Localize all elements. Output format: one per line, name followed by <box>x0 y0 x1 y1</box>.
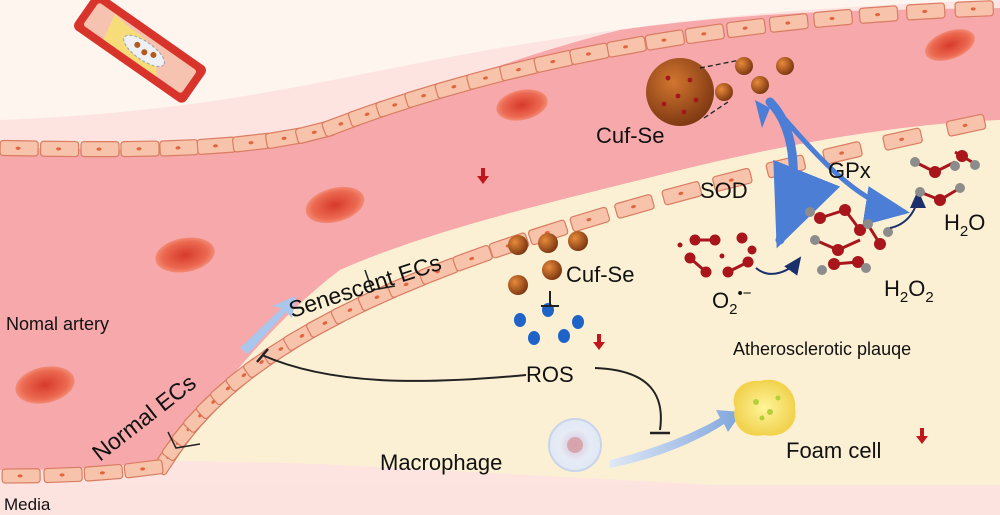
endothelial-cell <box>813 8 853 28</box>
endothelial-cell <box>726 17 767 39</box>
down-arrow-senescent <box>477 168 489 184</box>
endothelial-cell <box>231 132 273 153</box>
cuf-se-label-top: Cuf-Se <box>596 123 664 148</box>
sod-label: SOD <box>700 178 748 203</box>
normal-artery-label: Nomal artery <box>6 314 109 334</box>
stented-artery-icon <box>74 0 206 103</box>
normal-to-senescent-arrow <box>240 296 296 354</box>
endothelial-cell <box>43 466 83 484</box>
endothelial-cell <box>684 23 725 45</box>
return-arrow <box>755 100 770 128</box>
endothelial-cell <box>858 5 899 24</box>
endothelial-cell <box>1 468 41 484</box>
inhibition-cufse-ros <box>541 291 559 307</box>
inhibition-ros-normal-ecs <box>261 354 527 382</box>
superoxide-to-peroxide-arrow <box>755 256 802 276</box>
endothelial-cell <box>80 141 120 158</box>
water-molecules <box>910 150 980 206</box>
red-blood-cell <box>496 89 548 121</box>
peroxide-molecules <box>805 204 893 275</box>
gpx-arrow <box>768 100 910 226</box>
endothelial-cell <box>39 140 80 158</box>
inhibition-ros-foam <box>594 367 662 431</box>
red-blood-cell <box>155 237 215 273</box>
endothelial-cell <box>569 206 611 232</box>
endothelial-cell <box>606 35 647 58</box>
down-arrow-ros <box>593 334 605 350</box>
endothelial-cell <box>120 140 160 158</box>
media-label: Media <box>4 495 51 514</box>
endothelial-cell <box>882 127 923 151</box>
endothelial-cell <box>159 139 199 157</box>
macrophage-cell <box>548 418 602 472</box>
foam-cell-label: Foam cell <box>786 438 881 463</box>
macrophage-label: Macrophage <box>380 450 502 475</box>
red-blood-cell <box>925 29 975 61</box>
superoxide-label: O2•− <box>712 285 752 318</box>
endothelial-cell <box>822 141 863 165</box>
red-blood-cell <box>305 186 365 224</box>
endothelium-top-left <box>0 120 336 158</box>
endothelial-cell <box>614 194 655 219</box>
endothelial-cell <box>945 113 987 137</box>
red-blood-cells <box>15 29 975 404</box>
foam-cell <box>733 379 796 436</box>
endothelial-cell <box>83 463 124 482</box>
endothelial-cell <box>123 459 164 479</box>
down-arrow-foam <box>916 428 928 444</box>
endothelium-top-right <box>321 0 994 137</box>
down-arrows <box>477 168 928 444</box>
cuf-se-nanoparticles-mid <box>508 231 588 295</box>
peroxide-to-water-arrow <box>889 190 926 229</box>
red-blood-cell <box>15 366 75 404</box>
cuf-se-nanoparticle-large <box>646 58 741 126</box>
lumen <box>0 8 1000 470</box>
endothelial-cell <box>712 167 753 192</box>
endothelial-cell <box>905 2 946 21</box>
endothelial-cell <box>452 244 493 272</box>
gpx-label: GPx <box>828 158 871 183</box>
endothelial-cell <box>196 136 237 156</box>
water-label: H2O <box>944 210 985 240</box>
superoxide-molecules <box>677 232 757 278</box>
endothelial-cell <box>661 181 703 206</box>
endothelial-cell <box>644 29 686 51</box>
peroxide-label: H2O2 <box>884 276 934 306</box>
cuf-se-nanoparticles-top <box>715 57 794 101</box>
endothelial-cell <box>0 139 39 157</box>
endothelium-floor <box>1 459 164 484</box>
plaque-label: Atherosclerotic plauqe <box>733 339 911 359</box>
endothelial-cell <box>264 127 306 149</box>
macrophage-to-foam-arrow <box>610 410 742 468</box>
endothelial-cell <box>954 0 994 18</box>
cuf-se-label-mid: Cuf-Se <box>566 262 634 287</box>
senescent-bracket <box>364 269 396 291</box>
normal-bracket <box>167 431 201 449</box>
endothelium-bottom <box>152 113 987 476</box>
ros-label: ROS <box>526 362 574 387</box>
endothelial-cell <box>768 13 809 33</box>
